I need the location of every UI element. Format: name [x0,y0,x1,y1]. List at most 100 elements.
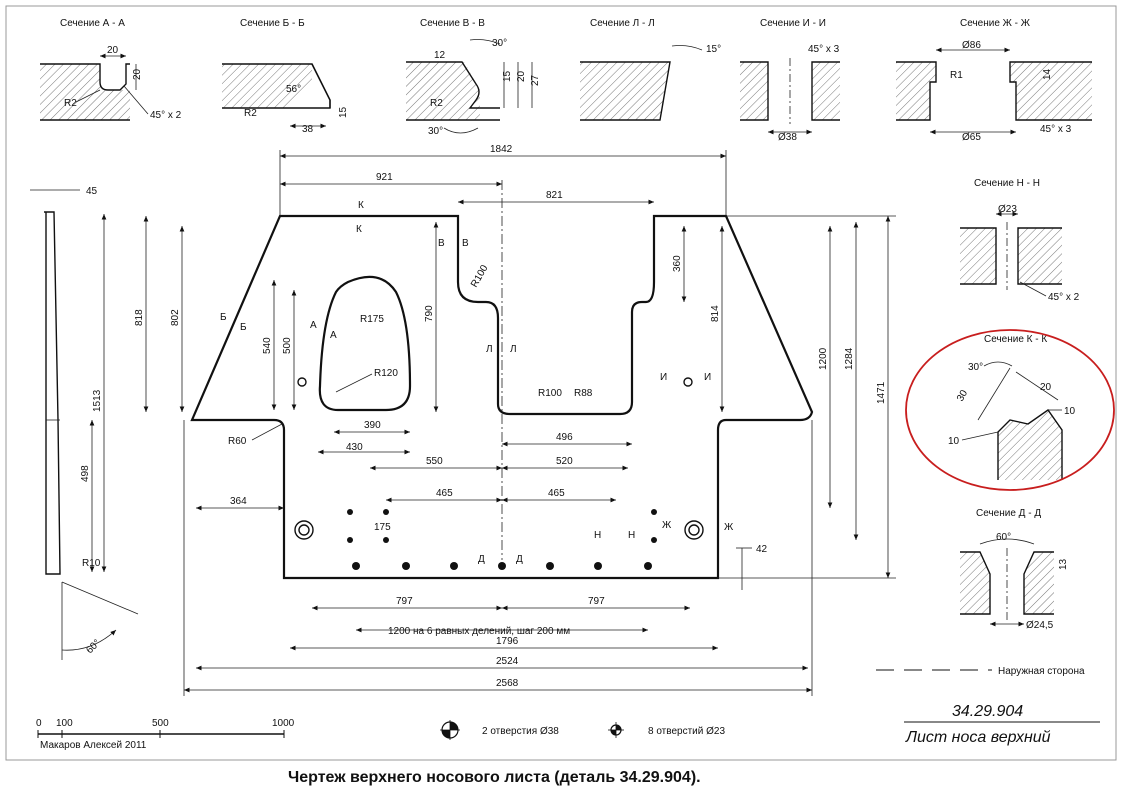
marker-v-2: В [462,238,469,249]
dim-797a: 797 [396,596,413,607]
scale-1000: 1000 [272,718,295,729]
marker-k-2: К [356,224,362,235]
section-ii: Сечение И - И 45° x 3 Ø38 [740,18,840,143]
dim-vv-3: 15 [502,70,513,82]
marker-l-1: Л [486,344,493,355]
dim-zhzh-1: Ø86 [962,40,981,51]
dim-42: 42 [756,544,768,555]
marker-l-2: Л [510,344,517,355]
dim-bb-2: R2 [244,108,257,119]
section-vv: Сечение В - В 30° 12 15 20 27 R2 30° [406,18,541,137]
marker-a-2: А [330,330,337,341]
dim-vv-2: 12 [434,50,446,61]
dim-360: 360 [672,255,683,272]
plate-outline [190,214,814,580]
dim-r120: R120 [374,368,398,379]
marker-b-1: Б [220,312,227,323]
dim-496: 496 [556,432,573,443]
scale-0: 0 [36,718,42,729]
dim-821: 821 [546,190,563,201]
section-ii-title: Сечение И - И [760,18,826,29]
dim-zhzh-4: Ø65 [962,132,981,143]
legend-holes23: 8 отверстий Ø23 [648,726,725,737]
dim-2524: 2524 [496,656,519,667]
part-name: Лист носа верхний [905,729,1051,746]
dim-vv-7: 30° [428,126,443,137]
dim-818: 818 [134,309,145,326]
dim-802: 802 [170,309,181,326]
part-number: 34.29.904 [952,703,1023,720]
small-holes [347,509,657,570]
dim-zhzh-3: 14 [1042,68,1053,80]
dim-aa-3: R2 [64,98,77,109]
dim-814: 814 [710,305,721,322]
dim-ii-2: Ø38 [778,132,797,143]
marker-i-1: И [660,372,667,383]
dim-r100b: R100 [538,388,562,399]
dim-vv-5: 27 [530,74,541,86]
dim-dd-2: 13 [1058,558,1069,570]
dim-nn-1: Ø23 [998,204,1017,215]
dim-kk-2: 30 [955,388,970,404]
title-block: 34.29.904 Лист носа верхний [904,703,1100,746]
marker-n-2: Н [628,530,635,541]
author: Макаров Алексей 2011 [40,740,147,751]
dim-aa-1: 20 [107,45,119,56]
dim-465b: 465 [548,488,565,499]
plate-cutout [318,275,412,412]
dim-dd-3: Ø24,5 [1026,620,1054,631]
dim-r60: R60 [228,436,247,447]
dim-2568: 2568 [496,678,519,689]
section-ll: Сечение Л - Л 15° [580,18,721,121]
dim-430: 430 [346,442,363,453]
scale-100: 100 [56,718,73,729]
section-kk-title: Сечение К - К [984,334,1047,345]
section-vv-title: Сечение В - В [420,18,485,29]
scale-bar: 0 100 500 1000 Макаров Алексей 2011 [36,718,295,751]
section-kk: Сечение К - К 30° 30 20 10 10 [905,329,1115,491]
dim-r10: R10 [82,558,101,569]
section-dd: Сечение Д - Д 60° 13 Ø24,5 [960,508,1069,631]
dim-dd-1: 60° [996,532,1011,543]
dim-1200: 1200 [818,347,829,370]
dim-ii-1: 45° x 3 [808,44,840,55]
marker-v-1: В [438,238,445,249]
section-zhzh-title: Сечение Ж - Ж [960,18,1031,29]
dim-bb-1: 56° [286,84,301,95]
dim-vv-6: R2 [430,98,443,109]
dim-kk-3: 20 [1040,382,1052,393]
dim-500: 500 [282,337,293,354]
section-nn: Сечение Н - Н Ø23 45° x 2 [960,178,1080,303]
marker-i-2: И [704,372,711,383]
dim-364: 364 [230,496,247,507]
marker-zh-2: Ж [724,522,734,533]
section-ll-title: Сечение Л - Л [590,18,655,29]
dim-zhzh-2: R1 [950,70,963,81]
marker-zh-1: Ж [662,520,672,531]
marker-d-2: Д [516,554,523,565]
drawing-frame [5,5,1117,761]
marker-k-1: К [358,200,364,211]
scale-500: 500 [152,718,169,729]
main-plate: 1842 921 821 818 802 540 500 790 R175 R1… [134,144,896,696]
side-view: 45 1513 498 R10 60° [30,186,139,660]
legend: Наружная сторона 2 отверстия Ø38 8 отвер… [440,666,1085,740]
section-aa-title: Сечение А - А [60,18,125,29]
dim-1796: 1796 [496,636,519,647]
dim-175: 175 [374,522,391,533]
legend-holes38: 2 отверстия Ø38 [482,726,559,737]
dim-60: 60° [84,638,102,656]
dim-nn-2: 45° x 2 [1048,292,1080,303]
dim-bb-3: 38 [302,124,314,135]
section-bb: Сечение Б - Б 56° R2 38 15 [222,18,349,135]
dim-kk-5: 10 [948,436,960,447]
figure-caption: Чертеж верхнего носового листа (деталь 3… [288,769,701,786]
dim-r175: R175 [360,314,384,325]
dim-r88: R88 [574,388,593,399]
section-bb-title: Сечение Б - Б [240,18,305,29]
dim-aa-2: 20 [132,68,143,80]
hole38-symbol [440,720,460,740]
dim-1513: 1513 [92,389,103,412]
legend-outer-side: Наружная сторона [998,666,1085,677]
dim-aa-4: 45° x 2 [150,110,182,121]
